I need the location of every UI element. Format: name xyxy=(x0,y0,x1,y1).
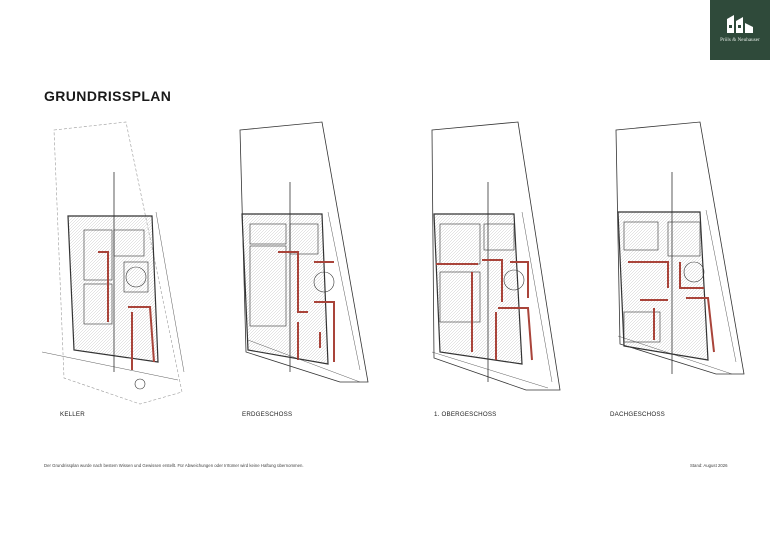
date-stamp: Stand: August 2026 xyxy=(690,463,728,468)
logo-text: Pröls & Neuhauser xyxy=(720,38,760,43)
plan-label-dachgeschoss: DACHGESCHOSS xyxy=(610,411,666,418)
company-logo: Pröls & Neuhauser xyxy=(710,0,770,60)
floor-plans-drawing xyxy=(41,121,745,405)
floor-plans-area: KELLER ERDGESCHOSS 1. OBERGESCHOSS DACHG… xyxy=(28,112,750,452)
page-title: GRUNDRISSPLAN xyxy=(44,88,172,104)
plan-keller xyxy=(41,121,185,405)
plan-label-erdgeschoss: ERDGESCHOSS xyxy=(242,411,293,418)
house-logo-icon xyxy=(727,15,753,33)
plan-obergeschoss xyxy=(431,121,561,391)
disclaimer-text: Der Grundrissplan wurde nach bestem Wiss… xyxy=(44,463,304,468)
plan-erdgeschoss xyxy=(239,121,369,383)
plan-label-obergeschoss: 1. OBERGESCHOSS xyxy=(434,411,497,418)
plan-label-keller: KELLER xyxy=(60,411,85,418)
plan-dachgeschoss xyxy=(615,121,745,375)
